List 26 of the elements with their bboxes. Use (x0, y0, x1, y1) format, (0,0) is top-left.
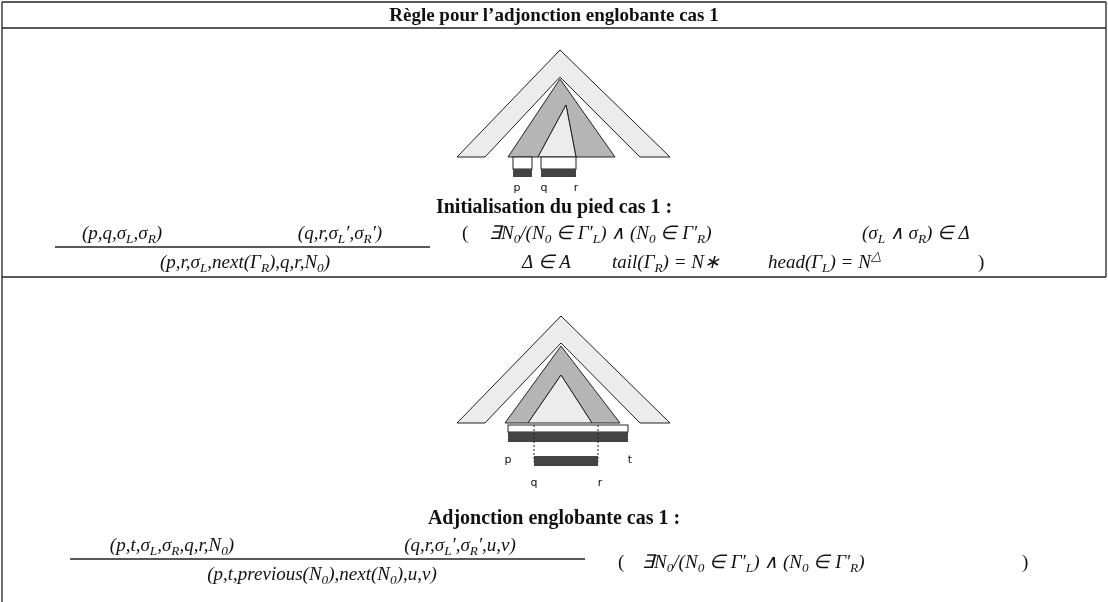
formula: (q,r,σ$_{L}$′,σ$_{R}$′) (297, 222, 383, 244)
formula: (q,r,σ$_{L}$′,σ$_{R}$′,u,v) (404, 534, 516, 556)
formula: (p,t,previous(N$_{0}$),next(N$_{0}$),u,v) (207, 563, 437, 585)
position-label: p (504, 453, 512, 467)
position-label: r (597, 476, 603, 490)
section-heading: Adjonction englobante cas 1 : (427, 506, 681, 528)
formula: (p,t,σ$_{L}$,σ$_{R}$,q,r,N$_{0}$) (109, 534, 235, 556)
bracket: ( (462, 222, 469, 244)
formula: ∃N$_{0}$/(N$_{0}$ ∈ Γ′$_{L}$) ∧ (N$_{0}$ ∈ Γ′$_{R}$) (642, 551, 865, 573)
formula: Δ ∈ A (522, 251, 571, 273)
bracket: ) (1022, 551, 1029, 573)
position-label: p (513, 181, 521, 195)
formula: (σ$_{L}$ ∧ σ$_{R}$) ∈ Δ (862, 222, 970, 244)
formula: head(Γ$_{L}$) = N$^{△}$ (768, 251, 881, 273)
section-heading: Initialisation du pied cas 1 : (435, 195, 673, 217)
bracket: ) (978, 251, 985, 273)
position-label: r (573, 181, 579, 195)
position-label: t (627, 453, 633, 467)
formula: (p,q,σ$_{L}$,σ$_{R}$) (81, 222, 163, 244)
table-title: Règle pour l’adjonction englobante cas 1 (388, 3, 720, 27)
formula: tail(Γ$_{R}$) = N∗ (612, 251, 720, 273)
position-label: q (540, 181, 548, 195)
bracket: ( (618, 551, 625, 573)
formula: ∃N$_{0}$/(N$_{0}$ ∈ Γ′$_{L}$) ∧ (N$_{0}$ ∈ Γ′$_{R}$) (489, 222, 712, 244)
position-label: q (530, 476, 538, 490)
formula: (p,r,σ$_{L}$,next(Γ$_{R}$),q,r,N$_{0}$) (159, 251, 331, 273)
